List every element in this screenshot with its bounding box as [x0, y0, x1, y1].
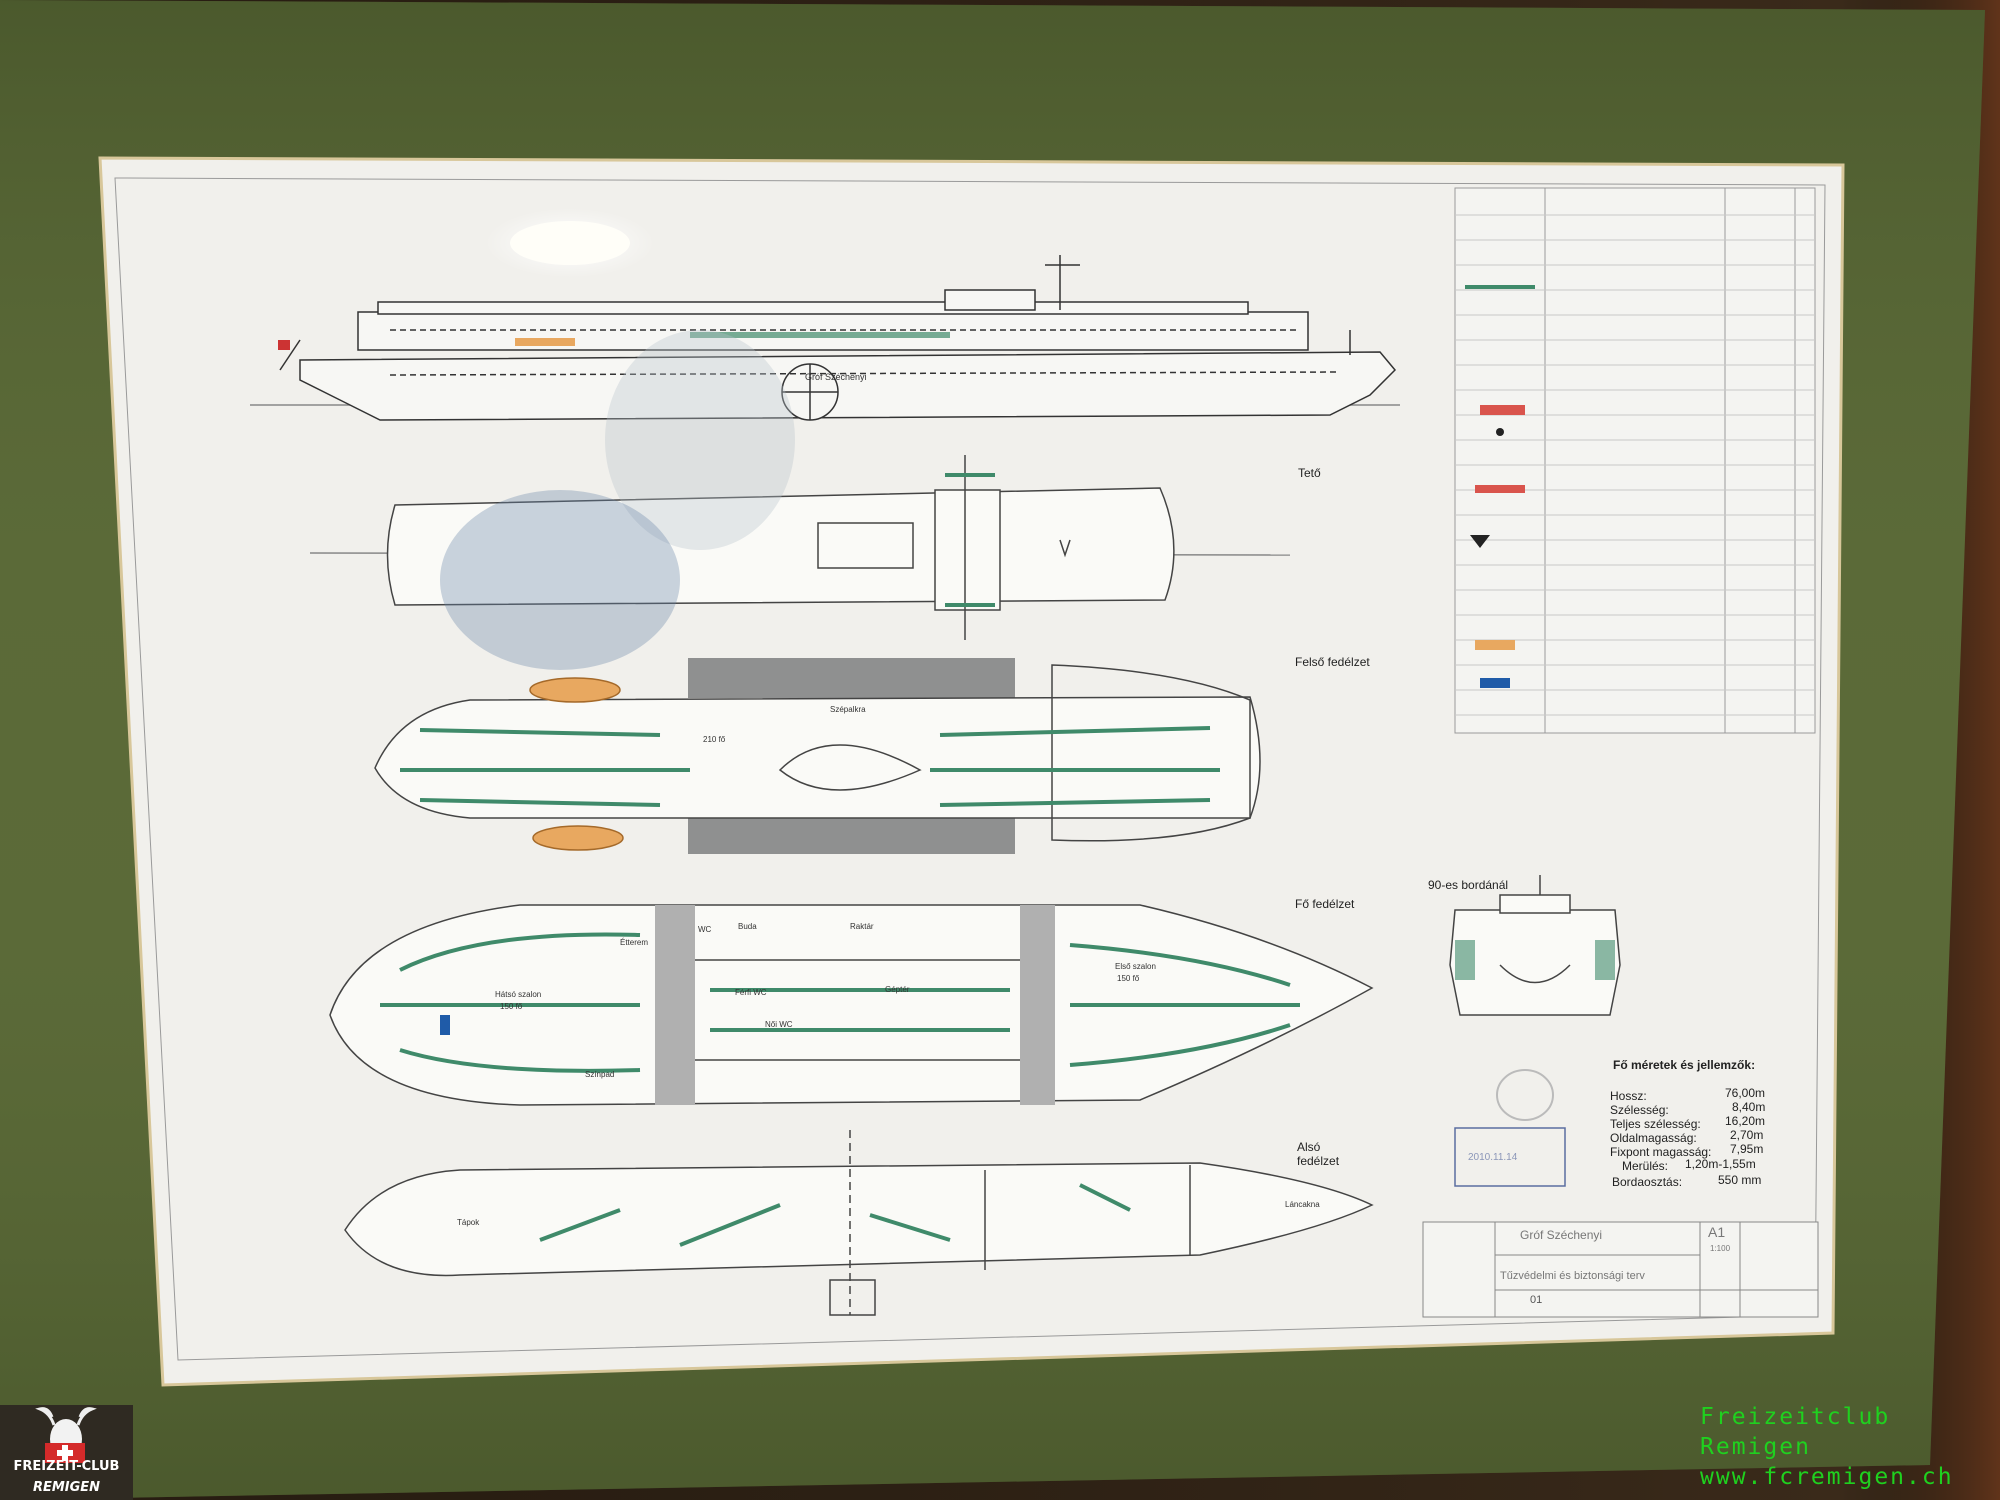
stamp-number: 2010.11.14 [1468, 1152, 1518, 1163]
spec-label: Teljes szélesség: [1610, 1117, 1701, 1131]
spec-label: Merülés: [1622, 1159, 1669, 1173]
room-label: Raktár [850, 922, 874, 931]
section-label: 90-es bordánál [1428, 878, 1509, 892]
logo-text: FREIZEIT-CLUB [13, 1459, 120, 1474]
goat-icon [35, 1407, 97, 1463]
room-label: Férfi WC [735, 988, 767, 997]
room-label: Színpad [585, 1070, 615, 1079]
spec-label: Hossz: [1610, 1089, 1647, 1103]
watermark-line: Remigen [1700, 1434, 1811, 1460]
upper-deck-plan [374, 658, 1261, 854]
room-label: Hátsó szalon [495, 990, 542, 999]
title-block-format: A1 [1708, 1224, 1726, 1240]
spec-label: Szélesség: [1610, 1103, 1669, 1117]
watermark: Freizeitclub Remigen www.fcremigen.ch [1700, 1402, 2000, 1492]
spec-value: 76,00m [1725, 1086, 1766, 1100]
main-deck-plan [329, 904, 1374, 1106]
club-logo: FREIZEIT-CLUB REMIGEN [0, 1405, 133, 1500]
room-label: Buda [738, 922, 757, 931]
deck-label-lower-1: Alsó [1297, 1140, 1321, 1154]
spec-value: 16,20m [1725, 1114, 1766, 1128]
watermark-line: Freizeitclub [1700, 1404, 1891, 1430]
deck-label-upper: Felső fedélzet [1295, 655, 1370, 669]
cross-section [1449, 875, 1621, 1016]
title-block [1422, 1221, 1819, 1318]
title-block-scale: 1:100 [1710, 1244, 1731, 1253]
room-label: Első szalon [1115, 962, 1156, 971]
title-block-ship: Gróf Széchenyi [1520, 1228, 1603, 1242]
side-elevation [250, 255, 1400, 421]
room-label: Női WC [765, 1020, 793, 1029]
room-label: 150 fő [1117, 974, 1140, 983]
specs-title: Fő méretek és jellemzők: [1613, 1058, 1756, 1072]
deck-label-roof: Tető [1298, 466, 1321, 480]
round-seal [1496, 1069, 1554, 1121]
lower-deck-plan [344, 1130, 1374, 1316]
stamp-box [1454, 1127, 1566, 1187]
room-label: Tápok [457, 1218, 480, 1227]
room-label: WC [698, 925, 712, 934]
deck-label-lower-2: fedélzet [1297, 1154, 1340, 1168]
room-label: Láncakna [1285, 1200, 1320, 1209]
title-block-sheet: 01 [1530, 1294, 1543, 1306]
room-label: 210 fő [703, 735, 726, 744]
roof-deck-plan [309, 455, 1291, 640]
title-block-title: Tűzvédelmi és biztonsági terv [1500, 1270, 1645, 1282]
glass-reflection [605, 330, 795, 550]
room-label: 150 fő [500, 1002, 523, 1011]
room-label: Szépalkra [830, 705, 866, 714]
deck-label-main: Fő fedélzet [1295, 897, 1355, 911]
watermark-url[interactable]: www.fcremigen.ch [1700, 1464, 1954, 1490]
spec-label: Oldalmagasság: [1610, 1131, 1697, 1145]
room-label: Géptér [885, 985, 910, 994]
spec-value: 2,70m [1730, 1128, 1764, 1142]
spec-value: 8,40m [1732, 1100, 1766, 1114]
logo-text: REMIGEN [32, 1480, 101, 1495]
room-label: Étterem [620, 938, 649, 947]
spec-value: 7,95m [1730, 1142, 1764, 1156]
spec-label: Bordaosztás: [1612, 1175, 1683, 1189]
spec-label: Fixpont magasság: [1610, 1145, 1712, 1159]
legend-table [1454, 187, 1816, 734]
spec-value: 550 mm [1718, 1173, 1762, 1187]
spec-value: 1,20m-1,55m [1685, 1157, 1756, 1171]
ship-name-plate: Gróf Széchenyi [805, 372, 867, 382]
